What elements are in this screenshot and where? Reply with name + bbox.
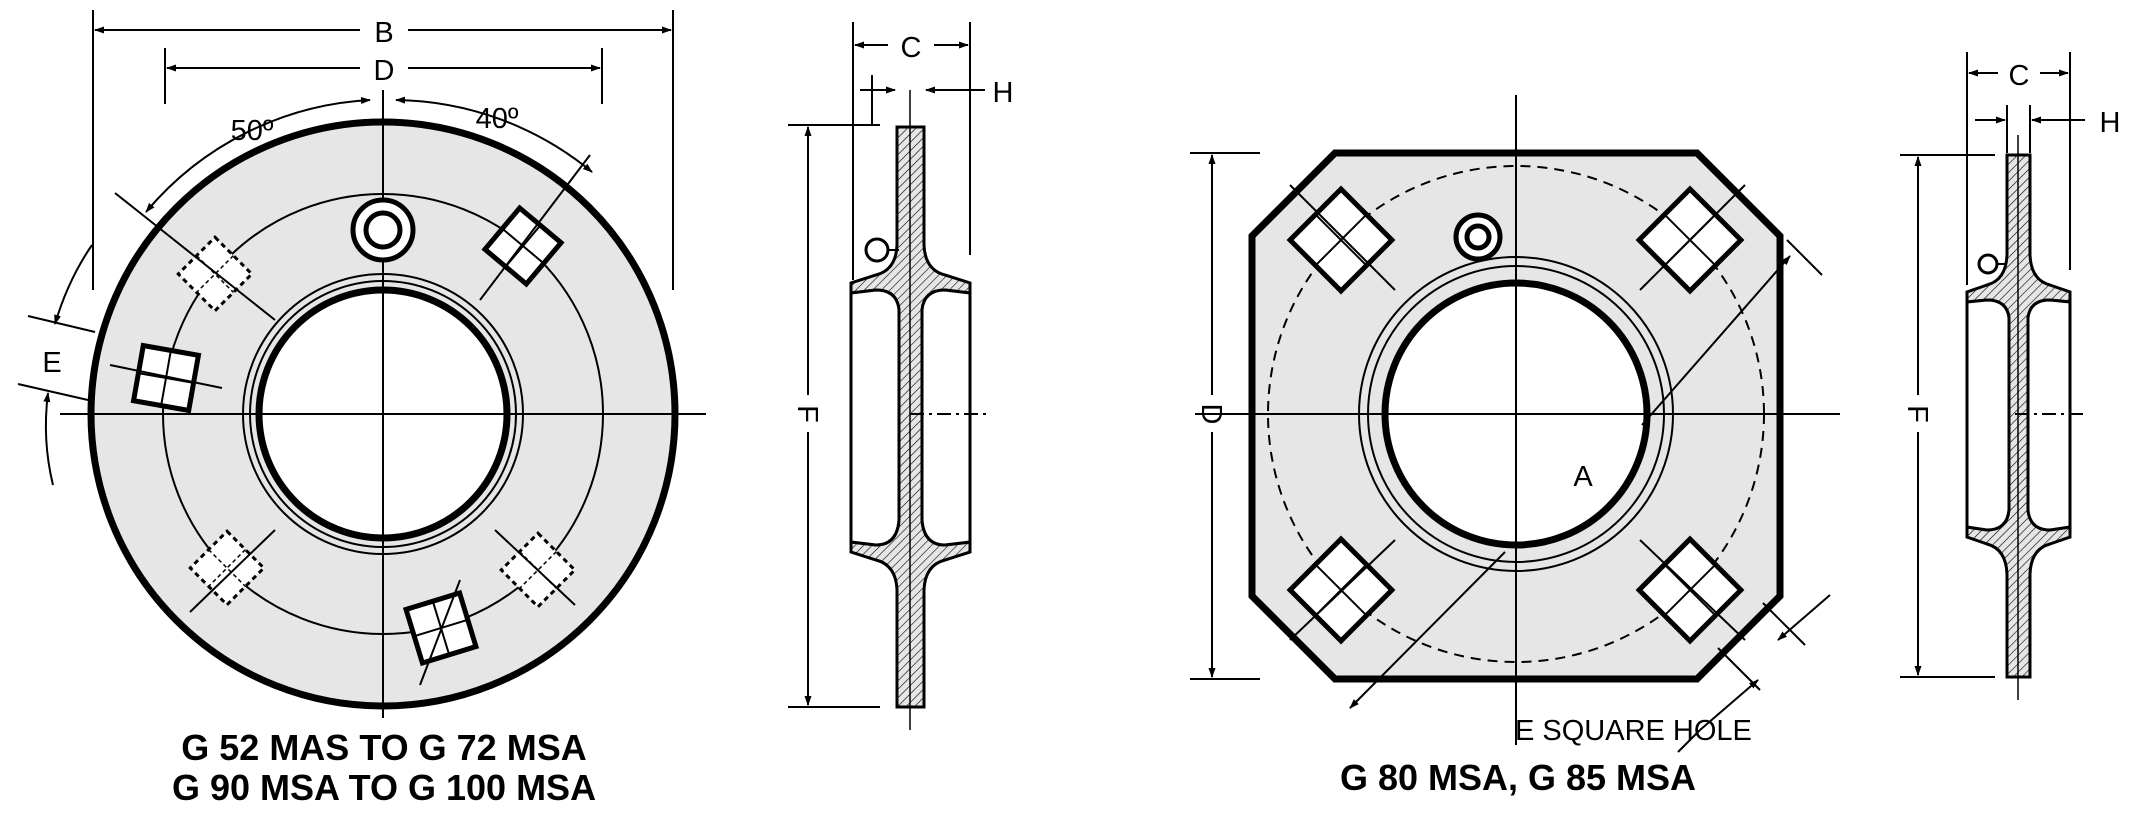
dim-label-e: E: [42, 347, 61, 379]
alternate-hole-icon: [188, 529, 266, 607]
dim-label-c-right: C: [2009, 60, 2030, 92]
caption-square: G 80 MSA, G 85 MSA: [1340, 757, 1696, 798]
angle-label-50: 50º: [231, 115, 274, 147]
caption-round-line1: G 52 MAS TO G 72 MSA: [181, 727, 586, 768]
dim-label-h-left: H: [993, 77, 1014, 109]
dim-label-d-square: D: [1195, 404, 1227, 425]
square-hole-icon: [1286, 185, 1396, 295]
dim-label-h-right: H: [2100, 107, 2121, 139]
side-grease-fitting-icon: [1977, 253, 1999, 275]
angle-label-40: 40º: [476, 103, 519, 135]
label-e-square-hole: E SQUARE HOLE: [1515, 715, 1752, 747]
side-inner: [849, 288, 901, 547]
round-flange-side-view: C H F: [788, 22, 1013, 730]
dim-label-c-left: C: [901, 32, 922, 64]
dim-label-f-left: F: [791, 405, 823, 423]
square-flange-side-view: C H F: [1900, 52, 2120, 700]
grease-fitting-icon: [350, 197, 416, 263]
dim-label-f-right: F: [1901, 405, 1933, 423]
side-grease-fitting-icon: [864, 237, 890, 263]
square-flange-view: A D E SQUARE HOLE G 80 MSA, G 85 MSA: [1190, 95, 1840, 798]
round-flange-view: B D 50º 40º E G 52 MAS TO G 72 MSA G 90 …: [17, 10, 706, 808]
grease-fitting-icon: [1453, 212, 1503, 262]
caption-round-line2: G 90 MSA TO G 100 MSA: [172, 767, 596, 808]
dim-label-d: D: [374, 55, 395, 87]
square-hole-icon: [130, 342, 202, 414]
dim-label-b: B: [374, 17, 393, 49]
dim-label-a: A: [1573, 461, 1593, 493]
